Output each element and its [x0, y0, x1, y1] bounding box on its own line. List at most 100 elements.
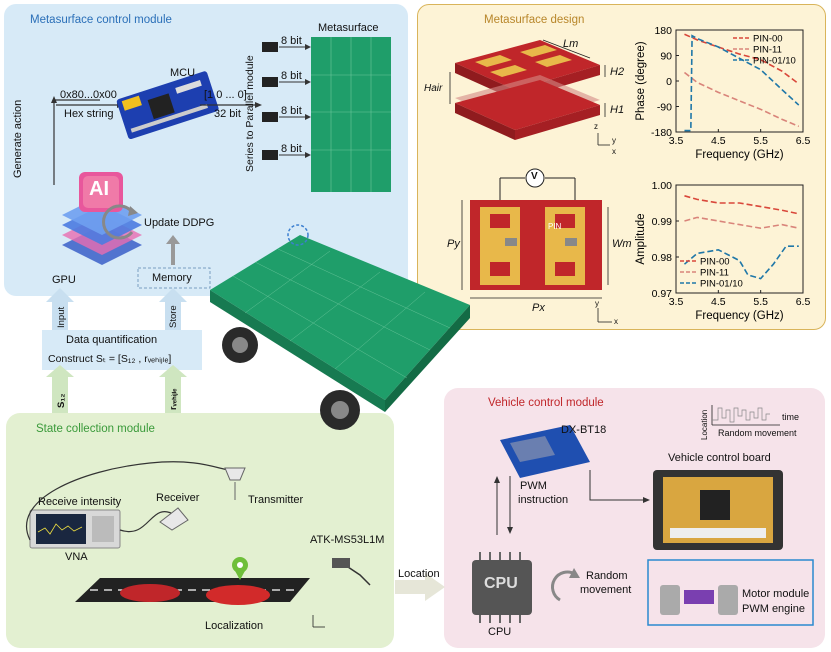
motor-right-icon — [718, 585, 738, 615]
cpu-chip-icon — [472, 560, 532, 615]
motor-label: Motor module — [742, 588, 810, 600]
label-px: Px — [532, 302, 545, 314]
receive-intensity-label: Receive intensity — [38, 496, 122, 508]
transmitter-label: Transmitter — [248, 494, 304, 506]
phase-xtick-label-3: 6.5 — [796, 135, 811, 147]
bits-caption: 32 bit — [214, 108, 241, 120]
data-quant-title: Data quantification — [66, 334, 158, 346]
pwm-instruction-1: PWM — [520, 480, 547, 492]
amp-xtick-label-3: 6.5 — [796, 296, 811, 308]
phase-ylabel: Phase (degree) — [635, 41, 647, 120]
voltage-source-icon — [525, 168, 545, 188]
random-movement-inset — [711, 405, 780, 426]
phase-ytick-label-1: -90 — [657, 102, 672, 114]
phase-series-2 — [684, 34, 800, 132]
motor-left-icon — [660, 585, 680, 615]
localization-label: Localization — [205, 620, 264, 632]
pin-diode-right — [565, 238, 577, 246]
car-left — [120, 584, 180, 602]
phase-ytick-label-3: 90 — [660, 51, 672, 63]
memory-box — [137, 267, 211, 289]
location-arrow-label: Location — [398, 568, 440, 580]
series-parallel-module — [262, 42, 311, 160]
amp-xtick-label-1: 4.5 — [711, 296, 726, 308]
receiver-horn-icon — [159, 507, 189, 531]
amp-legend-label-1: PIN-11 — [700, 268, 729, 279]
metasurface-board — [311, 37, 391, 192]
amp-legend-label-0: PIN-00 — [700, 257, 730, 268]
inset-time: time — [782, 412, 800, 422]
receiver-label: Receiver — [156, 492, 200, 504]
bits-vector: [1 0 ... 0] — [204, 89, 247, 101]
data-quant-box — [42, 330, 202, 370]
bit-label-3: 8 bit — [281, 105, 302, 117]
mcu-board-icon — [116, 71, 219, 140]
axis-bottom-x: x — [614, 317, 618, 326]
amp-ytick-label-0: 0.97 — [652, 288, 673, 300]
hex-value: 0x80...0x00 — [60, 89, 117, 101]
inset-location: Location — [700, 409, 709, 440]
amp-ytick-label-1: 0.98 — [652, 252, 673, 264]
cpu-chip-text: CPU — [484, 575, 518, 592]
phase-legend-label-2: PIN-01/10 — [753, 56, 796, 67]
bit-label-1: 8 bit — [281, 35, 302, 47]
axis-top-y: y — [612, 136, 616, 145]
label-h2: H2 — [610, 66, 625, 78]
bt-label: DX-BT18 — [561, 424, 607, 436]
phase-ytick-label-4: 180 — [654, 25, 672, 37]
bit-label-4: 8 bit — [281, 143, 302, 155]
bit-label-2: 8 bit — [281, 70, 302, 82]
board-label: Vehicle control board — [668, 452, 771, 464]
metasurface-title: Metasurface — [318, 22, 379, 34]
label-lm: Lm — [563, 38, 579, 50]
vna-label: VNA — [65, 551, 88, 563]
vehicle-module-title: Vehicle control module — [488, 397, 604, 409]
phase-xtick-label-2: 5.5 — [753, 135, 768, 147]
memory-label: Memory — [152, 272, 192, 284]
voltage-v: V — [531, 171, 538, 182]
random-label-2: movement — [580, 584, 632, 596]
label-h1: H1 — [610, 104, 625, 116]
amp-ytick-label-3: 1.00 — [652, 180, 673, 192]
axis-bottom-y: y — [595, 299, 599, 308]
phase-ytick-label-2: 0 — [666, 76, 672, 88]
phase-xtick-label-0: 3.5 — [669, 135, 684, 147]
pwm-instruction-2: instruction — [518, 494, 569, 506]
update-cycle-icon — [102, 204, 134, 240]
update-ddpg-label: Update DDPG — [144, 217, 215, 229]
car-right — [206, 585, 270, 605]
sensor-module-icon — [332, 558, 350, 568]
cpu-label: CPU — [488, 626, 512, 638]
amp-xtick-label-2: 5.5 — [753, 296, 768, 308]
label-py: Py — [447, 238, 460, 250]
label-pin: PIN — [548, 222, 562, 231]
amp-legend-label-2: PIN-01/10 — [700, 279, 743, 290]
transmitter-horn-icon — [224, 467, 246, 481]
mcu-label: MCU — [170, 67, 196, 79]
data-quant-formula: Construct Sₜ = [S₁₂ , rᵥₑₕᵢⱼₗₑ] — [48, 353, 172, 365]
amp-frame — [675, 184, 804, 294]
ai-label: AI — [89, 178, 109, 200]
random-label-1: Random — [586, 570, 628, 582]
amp-xlabel: Frequency (GHz) — [695, 310, 783, 322]
phase-xlabel: Frequency (GHz) — [695, 149, 783, 161]
inset-random: Random movement — [718, 428, 797, 438]
axis-top-x: x — [612, 147, 616, 156]
label-hair: Hair — [424, 83, 443, 94]
phase-legend-label-1: PIN-11 — [753, 45, 782, 56]
amp-ylabel: Amplitude — [635, 213, 647, 264]
design-title: Metasurface design — [484, 14, 585, 26]
hex-caption: Hex string — [64, 108, 114, 120]
axis-top-z: z — [594, 122, 598, 131]
phase-series-0 — [684, 33, 800, 85]
phase-series-1 — [683, 71, 800, 128]
control-module-title: Metasurface control module — [30, 14, 172, 26]
phase-legend-label-0: PIN-00 — [753, 34, 783, 45]
